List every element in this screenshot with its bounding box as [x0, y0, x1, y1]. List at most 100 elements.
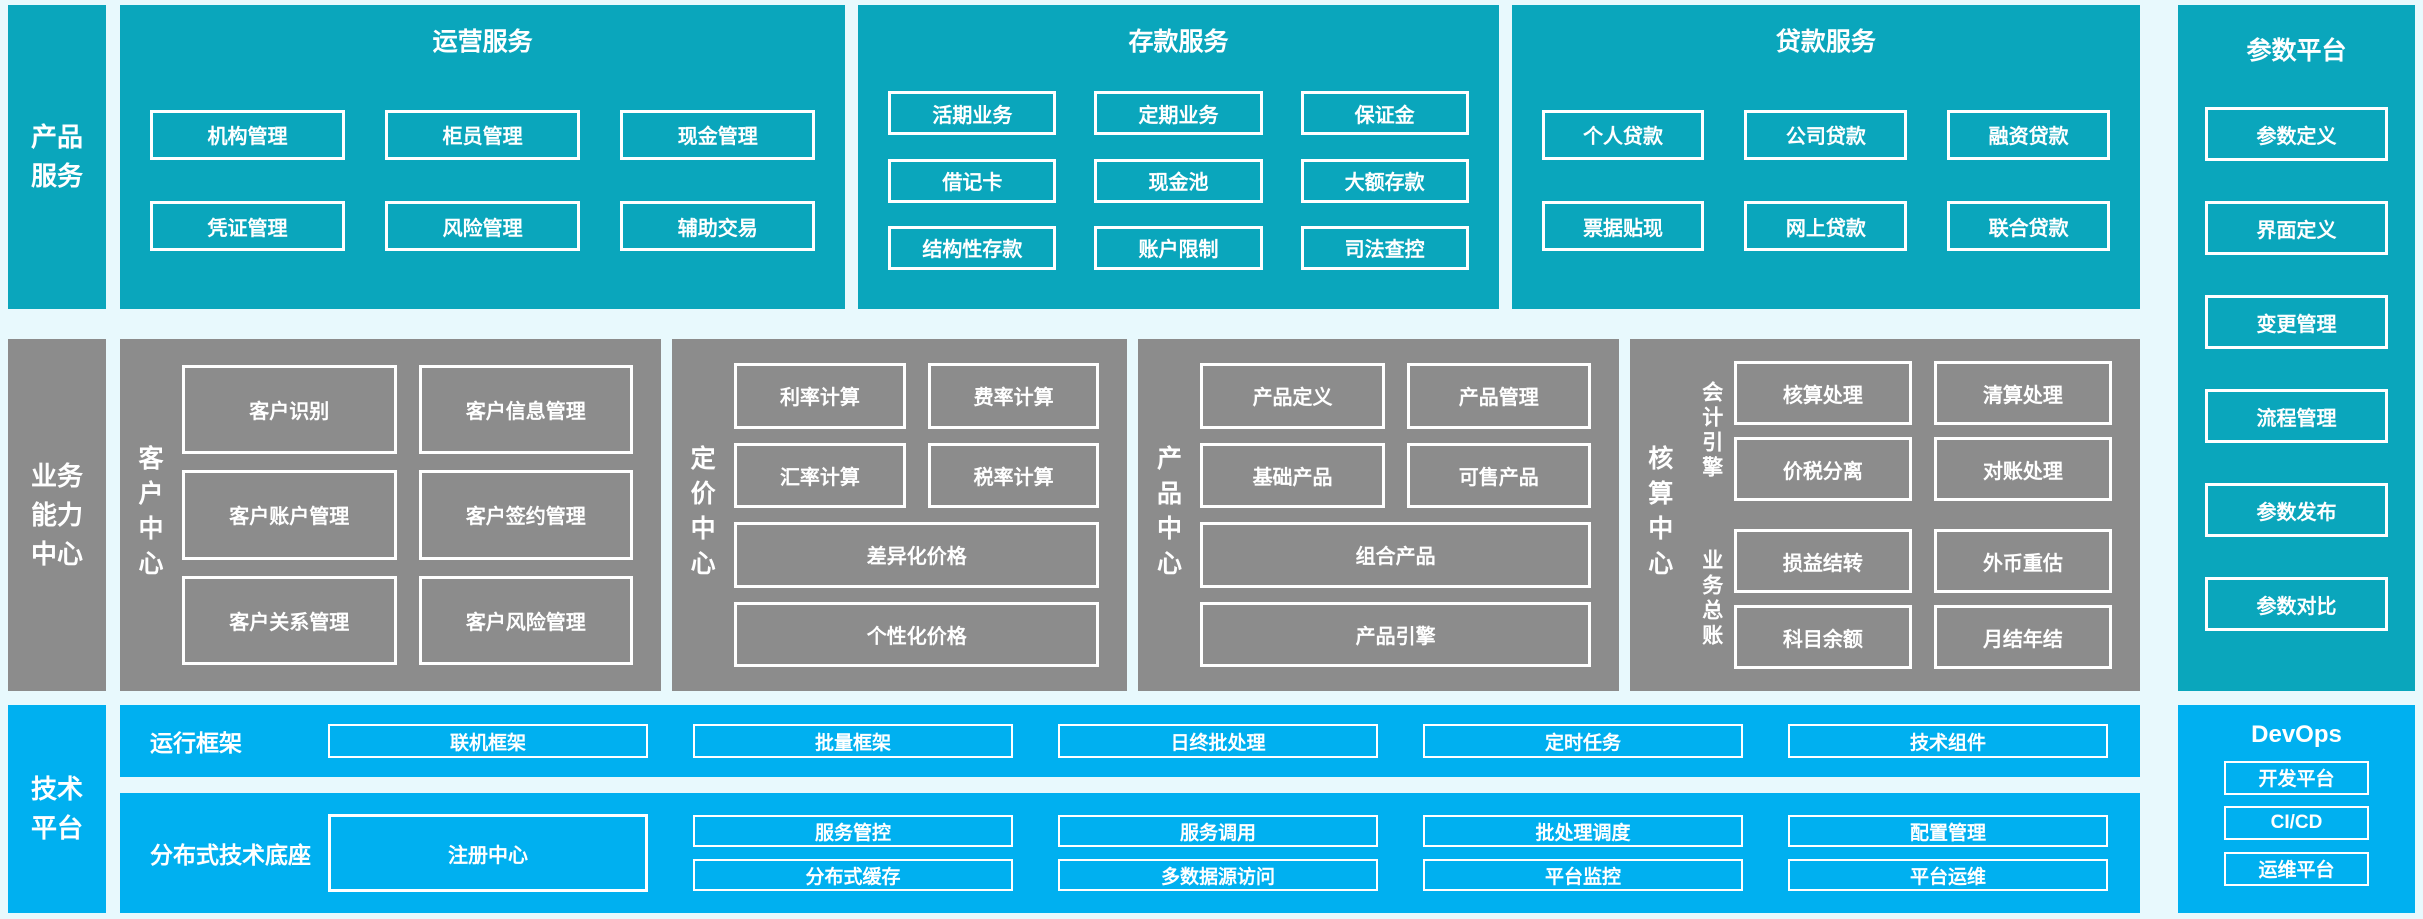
runtime-framework-label: 运行框架: [150, 730, 242, 756]
module-box: 基础产品: [1200, 442, 1385, 508]
module-box: 配置管理: [1788, 815, 2108, 847]
module-box: 运维平台: [2224, 851, 2369, 886]
customer-center-grid: 客户识别 客户信息管理 客户账户管理 客户签约管理 客户关系管理 客户风险管理: [178, 339, 661, 691]
side-label-tech-platform: 技术 平台: [8, 705, 106, 913]
module-box: 税率计算: [927, 442, 1100, 508]
module-box: 机构管理: [150, 109, 346, 160]
accounting-center-panel: 核算中心 会计引擎 核算处理 清算处理 价税分离 对账处理 业务总账 损益结转 …: [1629, 339, 2140, 691]
module-box: 服务管控: [693, 815, 1013, 847]
module-box: 活期业务: [888, 91, 1057, 136]
module-box: 现金管理: [620, 109, 816, 160]
module-box: 产品引擎: [1200, 601, 1591, 667]
product-center-label: 产品中心: [1153, 445, 1182, 585]
module-box: 联合贷款: [1947, 201, 2110, 252]
deposits-grid: 活期业务 定期业务 保证金 借记卡 现金池 大额存款 结构性存款 账户限制 司法…: [858, 58, 1498, 309]
business-ledger-label: 业务总账: [1699, 549, 1723, 649]
module-box: 开发平台: [2224, 760, 2369, 795]
module-box: CI/CD: [2224, 806, 2369, 840]
module-box: 可售产品: [1406, 442, 1591, 508]
module-box: 费率计算: [927, 363, 1100, 429]
module-box: 核算处理: [1733, 361, 1912, 425]
module-box: 产品定义: [1200, 363, 1385, 429]
pricing-center-label: 定价中心: [687, 445, 716, 585]
module-box: 账户限制: [1094, 225, 1263, 270]
module-box: 客户关系管理: [182, 575, 397, 665]
module-box: 参数发布: [2205, 483, 2388, 537]
module-box: 清算处理: [1933, 361, 2112, 425]
accounting-engine-group: 会计引擎 核算处理 清算处理 价税分离 对账处理: [1688, 361, 2112, 501]
devops-list: 开发平台 CI/CD 运维平台: [2224, 749, 2369, 897]
operations-panel: 运营服务 机构管理 柜员管理 现金管理 凭证管理 风险管理 辅助交易: [120, 5, 846, 309]
module-box: 利率计算: [734, 363, 906, 429]
module-box: 对账处理: [1933, 437, 2112, 501]
module-box: 定时任务: [1423, 724, 1743, 758]
module-box: 辅助交易: [620, 201, 816, 252]
parameter-platform-list: 参数定义 界面定义 变更管理 流程管理 参数发布 参数对比: [2205, 67, 2388, 671]
module-box: 客户风险管理: [418, 575, 634, 665]
module-box: 参数对比: [2205, 577, 2388, 631]
module-box: 司法查控: [1300, 225, 1469, 270]
module-box: 风险管理: [385, 201, 581, 252]
module-box: 损益结转: [1733, 529, 1912, 593]
loans-panel: 贷款服务 个人贷款 公司贷款 融资贷款 票据贴现 网上贷款 联合贷款: [1511, 5, 2140, 309]
module-box: 融资贷款: [1947, 109, 2110, 160]
distributed-base-panel: 分布式技术底座 注册中心 服务管控 服务调用 批处理调度 配置管理 分布式缓存 …: [120, 793, 2140, 913]
module-box: 网上贷款: [1744, 201, 1908, 252]
module-box: 月结年结: [1933, 605, 2112, 669]
accounting-engine-label: 会计引擎: [1699, 381, 1723, 481]
module-box: 技术组件: [1788, 724, 2108, 758]
runtime-framework-grid: 联机框架 批量框架 日终批处理 定时任务 技术组件: [328, 724, 2108, 758]
module-box: 流程管理: [2205, 389, 2388, 443]
deposits-title: 存款服务: [1128, 28, 1229, 56]
module-box: 多数据源访问: [1058, 859, 1378, 891]
distributed-base-label: 分布式技术底座: [150, 842, 311, 868]
module-box: 批量框架: [693, 724, 1013, 758]
product-center-grid: 产品定义 产品管理 基础产品 可售产品 组合产品 产品引擎: [1196, 339, 1618, 691]
devops-panel: DevOps 开发平台 CI/CD 运维平台: [2178, 705, 2415, 913]
runtime-framework-panel: 运行框架 联机框架 批量框架 日终批处理 定时任务 技术组件: [120, 705, 2140, 777]
module-box: 注册中心: [328, 814, 648, 892]
customer-center-panel: 客户中心 客户识别 客户信息管理 客户账户管理 客户签约管理 客户关系管理 客户…: [120, 339, 662, 691]
module-box: 汇率计算: [734, 442, 906, 508]
module-box: 组合产品: [1200, 522, 1591, 588]
operations-grid: 机构管理 柜员管理 现金管理 凭证管理 风险管理 辅助交易: [120, 58, 845, 309]
module-box: 定期业务: [1094, 91, 1263, 136]
module-box: 分布式缓存: [693, 859, 1013, 891]
distributed-base-grid: 注册中心 服务管控 服务调用 批处理调度 配置管理 分布式缓存 多数据源访问 平…: [328, 814, 2108, 892]
module-box: 公司贷款: [1744, 109, 1908, 160]
module-box: 日终批处理: [1058, 724, 1378, 758]
parameter-platform-title: 参数平台: [2246, 37, 2347, 65]
module-box: 平台运维: [1788, 859, 2108, 891]
module-box: 产品管理: [1406, 363, 1591, 429]
module-box: 凭证管理: [150, 201, 346, 252]
module-box: 价税分离: [1733, 437, 1912, 501]
loans-grid: 个人贷款 公司贷款 融资贷款 票据贴现 网上贷款 联合贷款: [1512, 58, 2140, 309]
accounting-groups: 会计引擎 核算处理 清算处理 价税分离 对账处理 业务总账 损益结转 外币重估 …: [1688, 339, 2140, 691]
customer-center-label: 客户中心: [135, 445, 163, 585]
parameter-platform-panel: 参数平台 参数定义 界面定义 变更管理 流程管理 参数发布 参数对比: [2178, 5, 2415, 691]
devops-title: DevOps: [2251, 721, 2342, 748]
module-box: 票据贴现: [1541, 201, 1705, 252]
module-box: 界面定义: [2205, 201, 2388, 255]
module-box: 客户账户管理: [182, 470, 397, 560]
module-box: 服务调用: [1058, 815, 1378, 847]
module-box: 保证金: [1300, 91, 1469, 136]
module-box: 平台监控: [1423, 859, 1743, 891]
module-box: 大额存款: [1300, 158, 1469, 203]
module-box: 批处理调度: [1423, 815, 1743, 847]
module-box: 变更管理: [2205, 295, 2388, 349]
module-box: 联机框架: [328, 724, 648, 758]
accounting-center-label: 核算中心: [1644, 445, 1673, 585]
pricing-center-panel: 定价中心 利率计算 费率计算 汇率计算 税率计算 差异化价格 个性化价格: [672, 339, 1128, 691]
module-box: 科目余额: [1733, 605, 1912, 669]
business-capability-band: 客户中心 客户识别 客户信息管理 客户账户管理 客户签约管理 客户关系管理 客户…: [120, 339, 2140, 691]
module-box: 客户信息管理: [418, 365, 634, 455]
module-box: 现金池: [1094, 158, 1263, 203]
module-box: 柜员管理: [385, 109, 581, 160]
module-box: 客户签约管理: [418, 470, 634, 560]
side-label-product-services: 产品 服务: [8, 5, 106, 309]
module-box: 外币重估: [1933, 529, 2112, 593]
module-box: 借记卡: [888, 158, 1057, 203]
product-services-band: 运营服务 机构管理 柜员管理 现金管理 凭证管理 风险管理 辅助交易 存款服务 …: [120, 5, 2140, 309]
